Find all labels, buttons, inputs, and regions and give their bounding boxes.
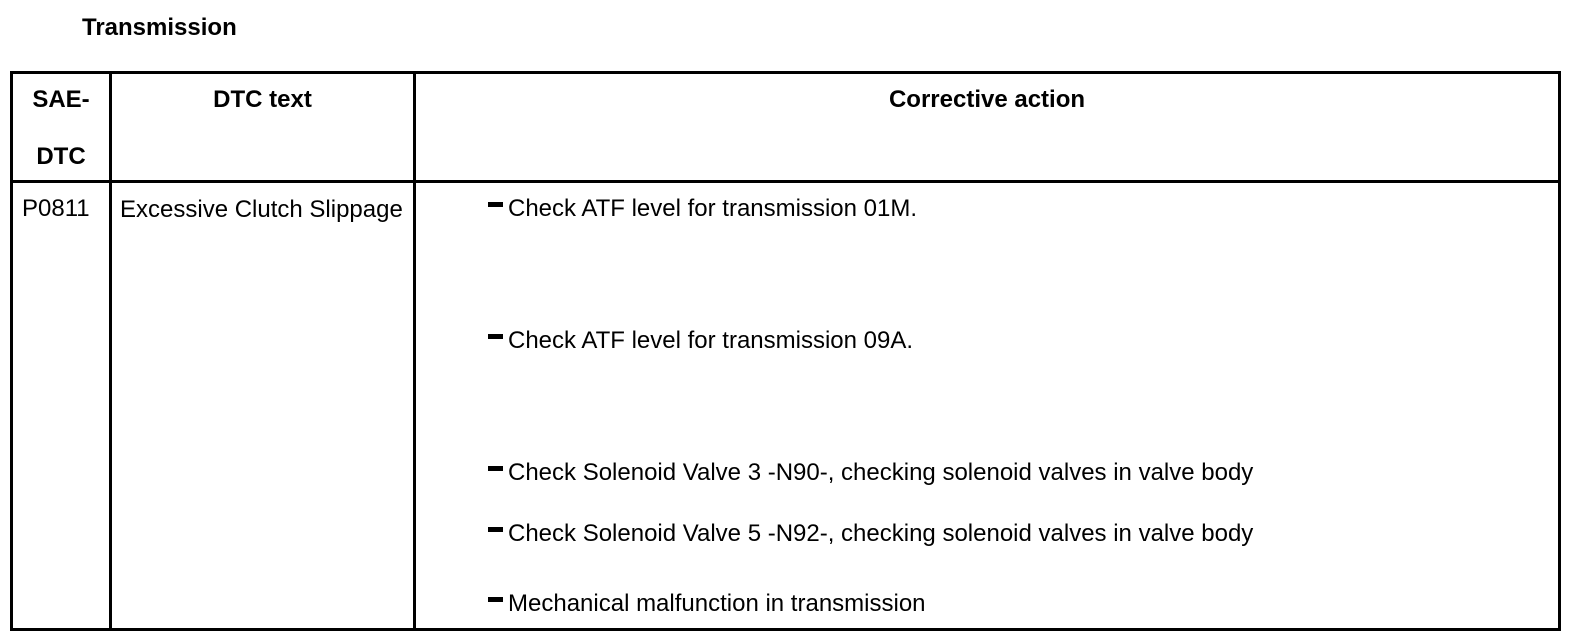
header-cell-dtc-text: DTC text bbox=[112, 74, 416, 183]
header-corrective-action-label: Corrective action bbox=[888, 86, 1086, 113]
header-cell-corrective-action: Corrective action bbox=[416, 74, 1558, 183]
corrective-action-text: Mechanical malfunction in transmission bbox=[508, 590, 926, 617]
corrective-action-item: Check ATF level for transmission 09A. bbox=[488, 327, 1538, 354]
cell-corrective-actions: Check ATF level for transmission 01M. Che… bbox=[416, 183, 1558, 628]
dash-bullet-icon bbox=[488, 334, 503, 339]
dash-bullet-icon bbox=[488, 202, 503, 207]
page-title: Transmission bbox=[82, 14, 237, 41]
corrective-action-item: Check Solenoid Valve 5 -N92-, checking s… bbox=[488, 520, 1538, 547]
header-sae-line: SAE- bbox=[32, 86, 90, 113]
dash-bullet-icon bbox=[488, 527, 503, 532]
cell-dtc-code: P0811 bbox=[13, 183, 112, 628]
corrective-action-item: Check Solenoid Valve 3 -N90-, checking s… bbox=[488, 459, 1538, 486]
corrective-action-item: Mechanical malfunction in transmission bbox=[488, 590, 1538, 617]
dash-bullet-icon bbox=[488, 466, 503, 471]
dash-bullet-icon bbox=[488, 597, 503, 602]
cell-dtc-text: Excessive Clutch Slippage bbox=[112, 183, 416, 628]
dtc-table: SAE- DTC DTC text Corrective action P081… bbox=[10, 71, 1561, 631]
header-dtc-line: DTC bbox=[36, 143, 86, 170]
corrective-action-text: Check Solenoid Valve 5 -N92-, checking s… bbox=[508, 520, 1254, 547]
corrective-action-text: Check Solenoid Valve 3 -N90-, checking s… bbox=[508, 459, 1254, 486]
corrective-action-item: Check ATF level for transmission 01M. bbox=[488, 195, 1538, 222]
corrective-action-text: Check ATF level for transmission 01M. bbox=[508, 195, 918, 222]
header-cell-sae-dtc: SAE- DTC bbox=[13, 74, 112, 183]
header-dtc-text-label: DTC text bbox=[213, 86, 312, 113]
corrective-action-list: Check ATF level for transmission 01M. Che… bbox=[488, 195, 1538, 617]
corrective-action-text: Check ATF level for transmission 09A. bbox=[508, 327, 914, 354]
